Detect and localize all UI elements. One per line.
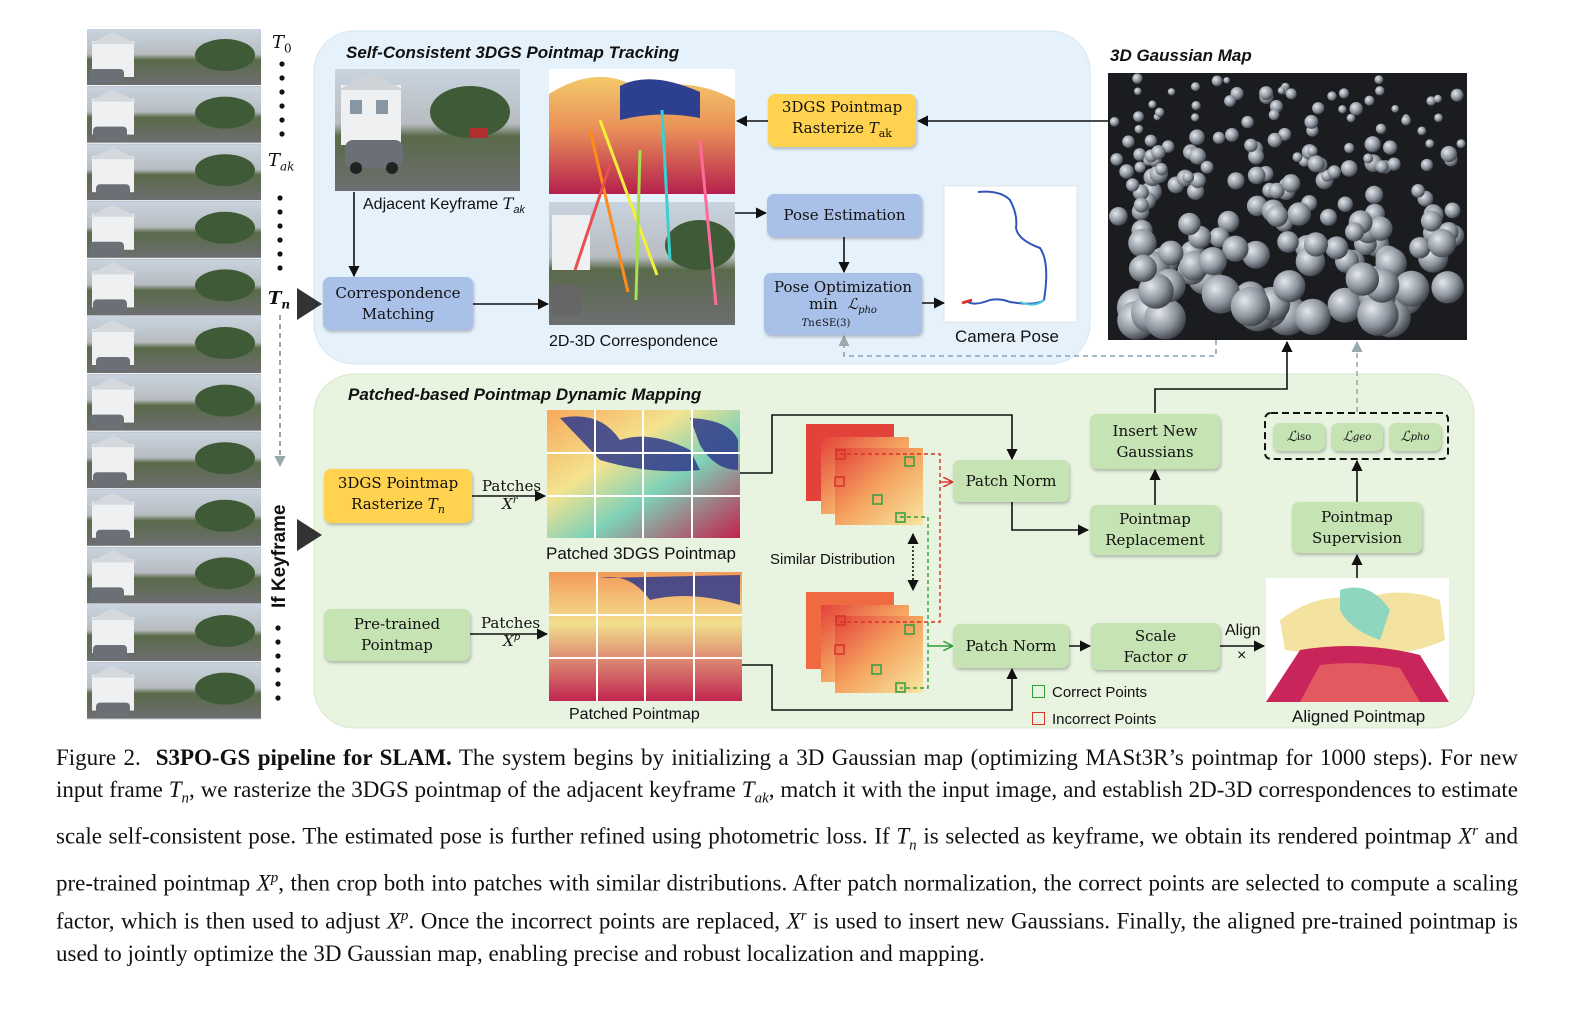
patch-stack-bottom	[806, 592, 923, 693]
patched-3dgs-label: Patched 3DGS Pointmap	[546, 544, 736, 563]
keyframe-pointer	[297, 519, 322, 551]
tn-label: Tn	[268, 288, 291, 312]
camera-pose-label: Camera Pose	[955, 327, 1059, 346]
adjacent-keyframe-image	[335, 69, 520, 191]
xp-label: Xp	[503, 632, 521, 650]
pose-estimation-node: Pose Estimation	[767, 194, 922, 237]
gaussian-map-title: 3D Gaussian Map	[1110, 46, 1252, 65]
correct-points-legend: Correct Points	[1032, 684, 1147, 701]
align-times: ×	[1237, 647, 1247, 664]
if-keyframe-label: If Keyframe	[269, 504, 290, 609]
patch-norm-top-node: Patch Norm	[953, 460, 1069, 502]
tracking-title: Self-Consistent 3DGS Pointmap Tracking	[346, 43, 680, 62]
pose-optimization-node: Pose Optimization min ℒpho Tn∈SE(3)	[764, 273, 922, 335]
correspondence-2d3d-label: 2D-3D Correspondence	[549, 333, 718, 350]
align-label: Align	[1225, 622, 1261, 639]
similar-distribution-label: Similar Distribution	[770, 551, 896, 568]
aligned-pointmap-image	[1266, 578, 1449, 702]
patch-stack-top	[806, 424, 923, 525]
figure-caption: Figure 2. S3PO-GS pipeline for SLAM. The…	[56, 745, 1519, 967]
tn-pointer	[297, 288, 322, 320]
aligned-pointmap-label: Aligned Pointmap	[1292, 707, 1426, 726]
correspondence-images	[549, 69, 735, 325]
incorrect-points-swatch	[1032, 712, 1045, 725]
adjacent-keyframe-label: Adjacent Keyframe Tak	[363, 194, 525, 217]
loss-group-box	[1264, 412, 1449, 460]
gaussian-map-image	[1108, 73, 1467, 340]
patched-pointmap-label: Patched Pointmap	[569, 706, 700, 723]
patched-pointmap-image	[549, 572, 742, 701]
patches-p-label: Patches	[481, 614, 541, 632]
patches-r-label: Patches	[482, 477, 542, 495]
pipeline-figure: T0 Tak Tn If Keyframe Self-Consistent 3D…	[87, 29, 1475, 729]
xr-label: Xr	[502, 495, 518, 513]
input-frame-strip	[87, 29, 261, 720]
tak-label: Tak	[268, 150, 295, 174]
patched-3dgs-pointmap-image	[547, 410, 740, 538]
camera-pose-plot	[943, 185, 1078, 323]
mapping-title: Patched-based Pointmap Dynamic Mapping	[348, 385, 702, 404]
t0-label: T0	[272, 32, 292, 56]
incorrect-points-legend: Incorrect Points	[1032, 711, 1156, 728]
correct-points-swatch	[1032, 685, 1045, 698]
patch-norm-bottom-node: Patch Norm	[953, 624, 1069, 668]
